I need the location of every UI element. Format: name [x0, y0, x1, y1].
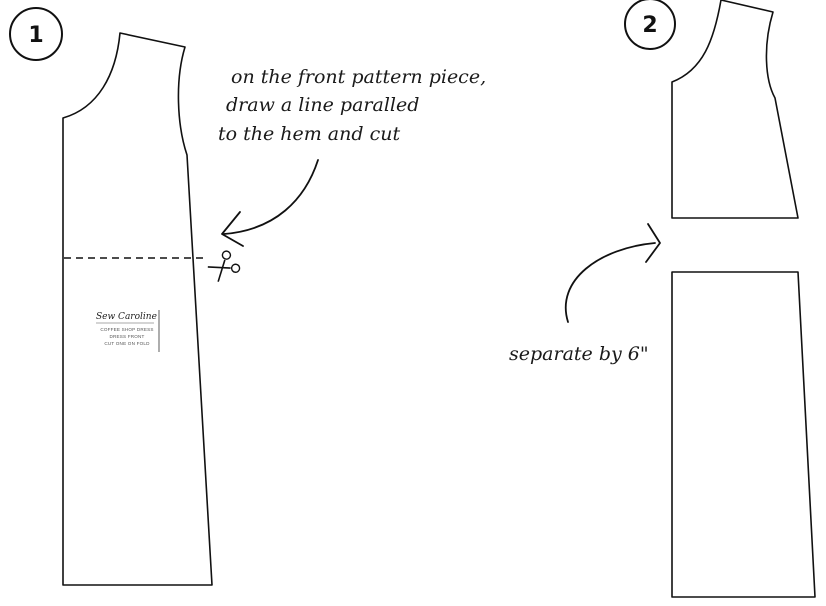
front-pattern-piece — [62, 32, 213, 586]
top-pattern-piece — [671, 0, 799, 219]
annotation-line: on the front pattern piece, — [231, 66, 486, 88]
pattern-label-line: DRESS FRONT — [109, 334, 144, 339]
annotation-line: separate by 6" — [509, 343, 649, 365]
pattern-label: Sew Caroline COFFEE SHOP DRESS DRESS FRO… — [96, 310, 160, 352]
pattern-label-line: CUT ONE ON FOLD — [104, 341, 150, 346]
bottom-pattern-piece — [671, 271, 816, 598]
chevron-arrow — [645, 223, 661, 263]
curved-arrow — [565, 242, 656, 323]
pattern-label-line: COFFEE SHOP DRESS — [100, 327, 153, 332]
pattern-brand: Sew Caroline — [96, 312, 157, 322]
step-1-badge — [9, 7, 63, 61]
step-2: 2 separate by 6" — [509, 0, 816, 598]
step-2-number: 2 — [642, 13, 657, 38]
step-1: 1 Sew Caroline COFFEE SHOP DRESS DRESS F… — [9, 7, 486, 586]
step-2-badge — [624, 0, 676, 50]
step-1-number: 1 — [28, 23, 43, 48]
annotation-line: draw a line paralled — [226, 94, 419, 116]
curved-arrow — [223, 159, 319, 235]
annotation-line: to the hem and cut — [218, 123, 400, 145]
arrow-head — [221, 211, 244, 247]
scissors-icon — [207, 250, 241, 282]
